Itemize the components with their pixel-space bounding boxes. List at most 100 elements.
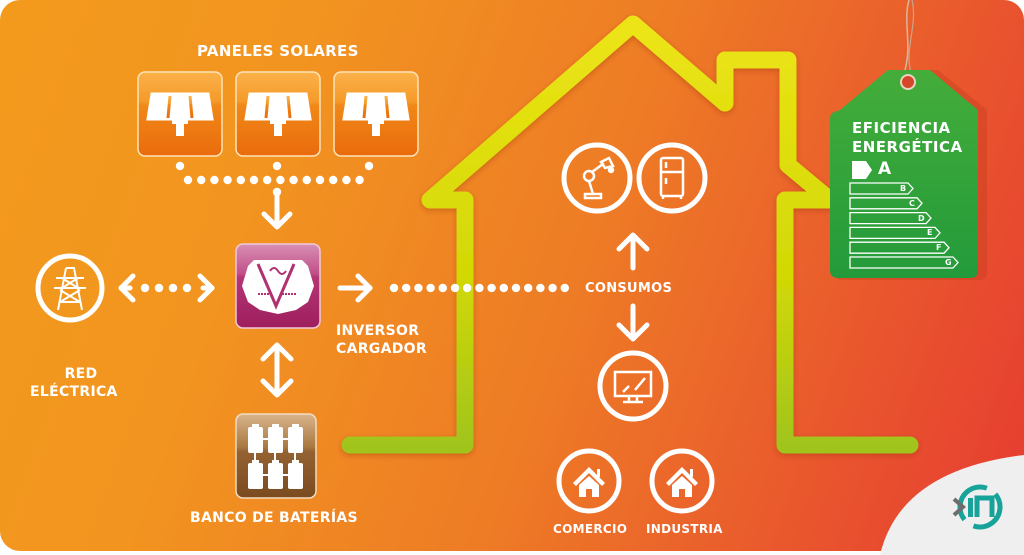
connector-dot (276, 175, 285, 185)
connector-dot (329, 175, 338, 185)
house-icon (573, 467, 605, 497)
connector-dot (183, 175, 193, 185)
connector-dot (438, 283, 447, 293)
rating-class-e: E (927, 228, 933, 238)
connector-dot (210, 175, 219, 185)
connector-dot (511, 283, 521, 293)
connector-dot (263, 175, 272, 185)
consumption-dotted-connector (389, 283, 569, 293)
battery-cell (248, 463, 263, 489)
industry-label: INDUSTRIA (646, 522, 723, 536)
connector-dot (536, 283, 545, 293)
connector-dot (414, 283, 423, 293)
commerce (556, 448, 622, 514)
power-grid (35, 253, 105, 323)
connector-dot (182, 283, 192, 293)
solar-panel-1 (137, 71, 223, 157)
inverter-label-line1: INVERSOR (336, 323, 420, 339)
battery-bank (235, 413, 317, 499)
connector-dot (289, 175, 298, 185)
connector-dot (548, 283, 557, 293)
solar-panel-2 (235, 71, 321, 157)
lamp (561, 142, 633, 214)
inverter (235, 243, 321, 329)
connector-dot (389, 283, 399, 293)
connector-dot (342, 175, 351, 185)
rating-bar-g (849, 256, 959, 269)
connector-dot (364, 161, 374, 171)
rating-class-f: F (936, 243, 942, 253)
arrow-down-icon (261, 191, 293, 230)
connector-dot (402, 283, 411, 293)
vertical-bidirectional-arrow-icon (260, 342, 294, 398)
battery-cell (288, 427, 303, 453)
battery-cell (268, 463, 283, 489)
connector-dot (175, 161, 185, 171)
industry (649, 448, 715, 514)
rating-bar-c (849, 197, 923, 210)
connector-dot (272, 161, 282, 171)
connector-dot (475, 283, 484, 293)
rating-class-c: C (909, 198, 916, 208)
connector-dot (426, 283, 435, 293)
connector-dot (249, 175, 259, 185)
consumption-label: CONSUMOS (585, 281, 673, 296)
connector-dot (154, 283, 164, 293)
inverter-label-line2: CARGADOR (336, 341, 427, 357)
rating-bar-f (849, 241, 950, 254)
monitor-icon (613, 370, 653, 404)
solar-dotted-connector (175, 161, 374, 197)
battery-bank-label: BANCO DE BATERÍAS (190, 510, 358, 526)
connector-dot (355, 175, 364, 185)
brand-logo (880, 455, 1024, 555)
arrow-right-icon (337, 273, 373, 303)
grid-dotted-connector (140, 283, 192, 293)
rating-a-arrow (852, 161, 872, 179)
rating-class-b: B (900, 184, 907, 193)
arrow-down-icon (616, 303, 650, 342)
connector-dot (168, 283, 178, 293)
connector-dot (302, 175, 311, 185)
rating-class-d: D (918, 213, 925, 223)
connector-dot (463, 283, 472, 293)
fridge-icon (659, 156, 685, 199)
energy-efficiency-tag (830, 0, 987, 280)
arrow-up-icon (616, 232, 650, 271)
battery-cell (248, 427, 263, 453)
solar-panels-label: PANELES SOLARES (197, 42, 359, 60)
rating-class-g: G (945, 258, 952, 267)
house-icon (666, 467, 698, 497)
connector-dot (236, 175, 245, 185)
power-grid-label-line1: RED (64, 366, 98, 382)
connector-dot (140, 283, 150, 293)
tv (597, 350, 669, 422)
battery-cell (268, 427, 283, 453)
battery-cell (288, 463, 303, 489)
fridge (636, 142, 708, 214)
rating-bar-d (849, 211, 932, 225)
transmission-tower-icon (54, 267, 86, 311)
rating-bars (849, 182, 959, 269)
inverter-icon (242, 260, 314, 314)
battery-bank-icon (248, 424, 303, 489)
connector-dot (315, 175, 325, 185)
tag-rating: A (878, 159, 892, 179)
tag-title-line2: ENERGÉTICA (852, 138, 963, 156)
rating-bar-e (849, 226, 941, 240)
connector-dot (499, 283, 508, 293)
rating-bar-b (849, 182, 914, 195)
connector-dot (197, 175, 206, 185)
desk-lamp-icon (582, 156, 615, 200)
connector-dot (487, 283, 496, 293)
solar-panel-3 (333, 71, 419, 157)
bidirectional-arrow-icon (118, 273, 215, 303)
tag-title-line1: EFICIENCIA (852, 119, 951, 137)
power-grid-label-line2: ELÉCTRICA (30, 384, 118, 400)
connector-dot (223, 175, 232, 185)
connector-dot (560, 283, 569, 293)
connector-dot (450, 283, 460, 293)
commerce-label: COMERCIO (553, 522, 628, 536)
house-outline (341, 15, 919, 454)
